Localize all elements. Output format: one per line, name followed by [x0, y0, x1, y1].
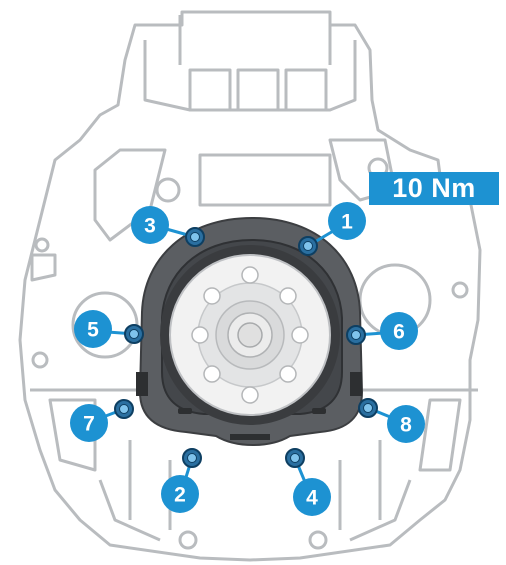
bolt-icon — [182, 448, 202, 468]
sequence-badge-2: 2 — [161, 475, 199, 513]
sequence-badge-8: 8 — [387, 405, 425, 443]
badge-number: 7 — [83, 413, 95, 436]
badge-circle — [161, 475, 199, 513]
seal-housing — [136, 216, 364, 446]
sequence-badge-7: 7 — [70, 404, 108, 442]
badge-circle — [293, 478, 331, 516]
badge-circle — [74, 310, 112, 348]
sequence-badges: 1 2 3 4 5 6 7 8 — [70, 202, 425, 516]
torque-spec-label: 10 Nm — [369, 172, 499, 205]
badge-circle — [131, 206, 169, 244]
sequence-badge-4: 4 — [293, 478, 331, 516]
sequence-badge-3: 3 — [131, 206, 169, 244]
bolt-icon — [346, 325, 366, 345]
sequence-badge-1: 1 — [328, 202, 366, 240]
bolt-icon — [185, 227, 205, 247]
badge-number: 2 — [174, 484, 186, 507]
badge-circle — [380, 312, 418, 350]
bolt-icon — [298, 236, 318, 256]
bolt-icon — [358, 398, 378, 418]
badge-number: 6 — [393, 321, 405, 344]
sequence-badge-5: 5 — [74, 310, 112, 348]
bolt-layer — [114, 227, 378, 468]
badge-number: 1 — [341, 211, 353, 234]
bolt-icon — [124, 324, 144, 344]
badge-circle — [70, 404, 108, 442]
badge-circle — [328, 202, 366, 240]
bolt-icon — [114, 399, 134, 419]
badge-number: 5 — [87, 319, 99, 342]
bolt-icon — [285, 448, 305, 468]
badge-number: 3 — [144, 215, 156, 238]
sequence-badge-6: 6 — [380, 312, 418, 350]
badge-number: 4 — [306, 487, 318, 510]
badge-circle — [387, 405, 425, 443]
badge-number: 8 — [400, 414, 412, 437]
